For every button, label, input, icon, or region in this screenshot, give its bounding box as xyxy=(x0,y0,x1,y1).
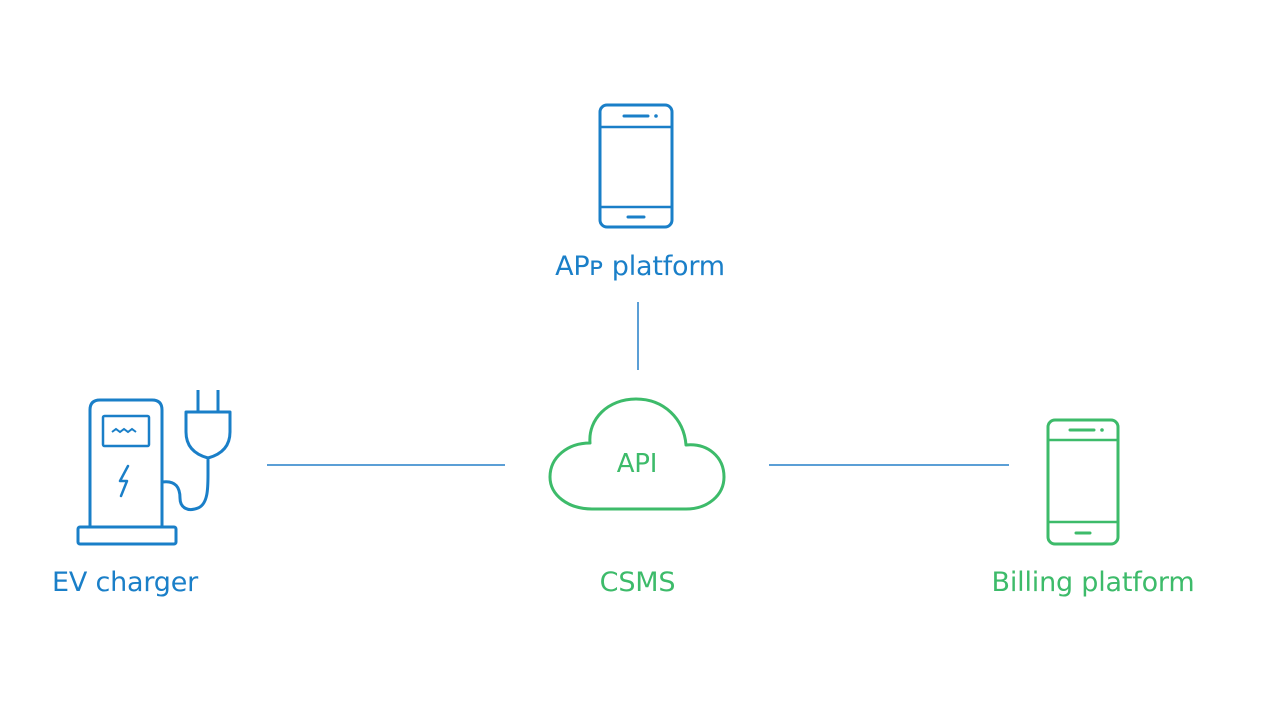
csms-label: CSMS xyxy=(599,567,676,598)
smartphone-icon xyxy=(1046,418,1120,546)
billing-platform-label: Billing platform xyxy=(991,567,1195,598)
ev-charger-label: EV charger xyxy=(51,567,199,598)
connector-charger-to-csms xyxy=(267,464,505,466)
cloud-api-text: API xyxy=(616,449,658,479)
connector-csms-to-billing xyxy=(769,464,1009,466)
smartphone-icon xyxy=(598,103,674,229)
app-platform-label: APᴘ platform xyxy=(555,251,725,282)
connector-app-to-csms xyxy=(637,302,639,370)
ev-charger-icon xyxy=(76,388,238,548)
cloud-icon xyxy=(546,395,728,513)
